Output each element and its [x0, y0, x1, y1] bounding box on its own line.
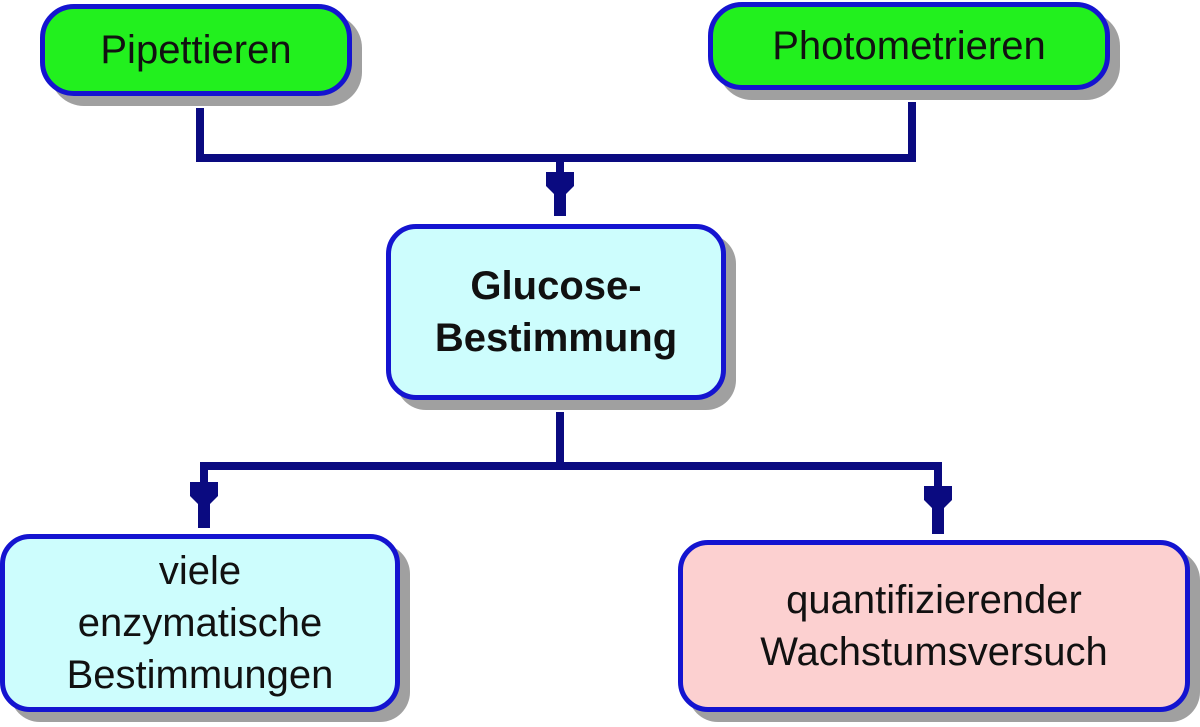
node-glucose-line-2: Bestimmung — [434, 316, 678, 360]
node-enzymatic-line-3: Bestimmungen — [66, 653, 334, 697]
node-glucose-line-1: Glucose- — [470, 264, 642, 308]
arrowhead-to-growth — [924, 486, 952, 534]
node-glucose-bestimmung: Glucose- Bestimmung — [386, 224, 726, 400]
node-enzymatic-line-1: viele — [158, 549, 242, 593]
node-growth-line-2: Wachstumsversuch — [760, 630, 1108, 674]
node-enzymatic-line-2: enzymatische — [77, 601, 323, 645]
node-growth-line-1: quantifizierender — [786, 578, 1082, 622]
node-wachstumsversuch: quantifizierender Wachstumsversuch — [678, 540, 1190, 712]
edge-photometrieren-to-glucose — [560, 102, 916, 162]
edge-pipettieren-to-glucose — [196, 108, 564, 178]
arrowhead-to-glucose — [546, 172, 574, 216]
node-pipettieren-label: Pipettieren — [100, 27, 292, 72]
node-photometrieren: Photometrieren — [708, 2, 1110, 90]
node-enzymatische-bestimmungen: viele enzymatische Bestimmungen — [0, 534, 400, 712]
edge-glucose-to-growth — [560, 462, 942, 492]
arrowhead-to-enzymatic — [190, 482, 218, 528]
node-photometrieren-label: Photometrieren — [772, 23, 1046, 68]
edge-glucose-to-enzymatic — [200, 412, 564, 488]
node-pipettieren: Pipettieren — [40, 4, 352, 96]
